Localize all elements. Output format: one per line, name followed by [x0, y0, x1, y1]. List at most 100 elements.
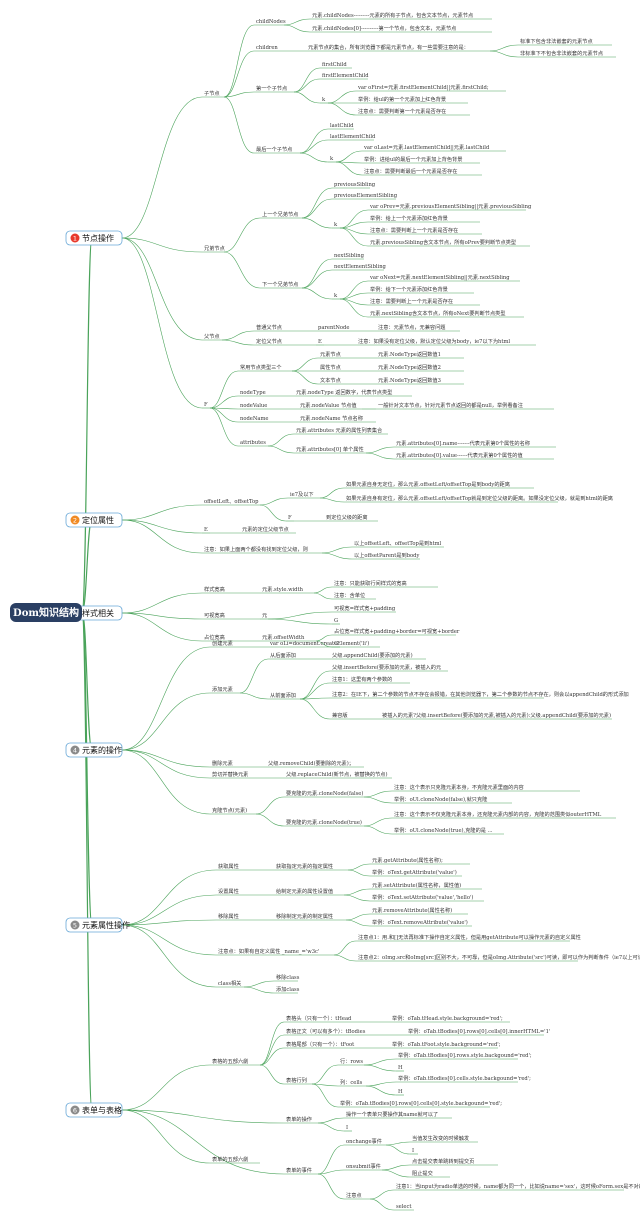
node-label: 举例：给ul的第一个元素加上红色背景: [358, 95, 446, 103]
node-label: G: [334, 641, 338, 647]
edge: [339, 298, 369, 318]
edge: [121, 646, 211, 751]
node-label: 注意：如果上面两个都没有找到定位父级，则: [204, 545, 308, 553]
edge: [209, 407, 239, 447]
branch-number-badge: [70, 1105, 80, 1115]
edge: [121, 1109, 211, 1164]
node-label: 一般针对文本节点，针对元素节点返回的都是null，举例看备注: [378, 401, 523, 409]
node-label: 移除制定元素的制定属性: [276, 912, 333, 920]
node-label: nextElementSibling: [334, 264, 387, 270]
edge: [311, 1064, 339, 1085]
edge: [121, 1109, 285, 1175]
node-label: 举例：oTab.tHead.style.background='red';: [392, 1014, 503, 1022]
node-label: 操作一个表单只要操作其name就可以了: [346, 1110, 438, 1118]
edge: [267, 618, 333, 625]
edge: [121, 504, 203, 521]
node-label: var oLi=document.createElement('li'): [269, 640, 369, 647]
edge: [301, 287, 333, 300]
edge: [381, 1169, 411, 1178]
edge: [365, 452, 395, 460]
edge: [299, 152, 329, 163]
node-label: var oFirst=元素.firstElementChild||元素.firs…: [357, 83, 489, 91]
edge: [363, 790, 393, 798]
edge: [283, 24, 311, 33]
node-label: 注意：这个表示只克隆元素本身，不克隆元素里面的内容: [394, 783, 524, 791]
node-label: 常用节点类型三个: [240, 363, 282, 371]
node-label: 举例：oTab.tBodies[0].rows[0].cells[0].inne…: [408, 1027, 550, 1035]
edge: [293, 67, 321, 93]
node-label: 举例：oTab.tBodies[0].rows.style.backgound=…: [398, 1051, 532, 1059]
edge: [121, 1064, 211, 1111]
node-label: F: [288, 515, 292, 521]
node-label: 兼容版: [332, 711, 348, 719]
edge: [291, 357, 319, 372]
branch-number: 4: [73, 747, 77, 755]
node-label: 注意2：在IE下，第二个参数的节点不存在会报错，在其他浏览器下，第二个参数的节点…: [332, 690, 629, 698]
node-label: 元素.NodeType返回数值2: [378, 363, 441, 371]
edge: [121, 1109, 285, 1124]
edge: [121, 237, 203, 409]
node-label: k: [322, 97, 326, 103]
edge: [239, 692, 269, 700]
edge: [381, 1164, 411, 1171]
node-label: 元素.childNodes---------元素的所有子节点，包含文本节点，元素…: [312, 11, 473, 19]
node-label: class相关: [218, 979, 241, 987]
node-label: 移除class: [276, 973, 300, 981]
node-label: onsubmit事件: [346, 1162, 381, 1170]
node-label: children: [256, 45, 278, 51]
edge: [259, 1021, 285, 1066]
node-label: 表单的五部六劇: [212, 1155, 248, 1163]
edge: [345, 913, 371, 921]
node-label: nextSibling: [334, 253, 365, 259]
edge: [243, 986, 275, 994]
node-label: attributes: [240, 440, 266, 446]
edge: [301, 217, 333, 229]
node-label: previousSibling: [334, 182, 376, 188]
edge: [121, 592, 203, 614]
edge: [319, 497, 345, 503]
node-label: 元素.attributes[0].name-------代表元素第0个属性的名称: [396, 439, 530, 447]
node-label: 样式宽高: [204, 585, 225, 593]
edge: [267, 433, 295, 447]
node-label: 元素.NodeType返回数值3: [378, 376, 441, 384]
branch-label: 元素的操作: [82, 745, 122, 755]
edge: [299, 139, 329, 154]
root-box: [10, 603, 82, 622]
node-label: 标准下包含非法嵌套的元素节点: [520, 37, 593, 45]
edge: [299, 128, 329, 154]
node-label: 获取属性: [218, 862, 239, 870]
node-label: 注意：含单位: [334, 591, 365, 599]
node-label: 移除属性: [218, 912, 239, 920]
edge: [339, 209, 369, 229]
branch-box: [65, 917, 123, 933]
node-label: 元素.nodeName 节点名称: [300, 414, 363, 422]
edge: [121, 519, 203, 534]
node-label: 元素.attributes[0].value------代表元素第0个属性的值: [396, 451, 523, 459]
node-label: 举例：oTab.tBodies[0].rows[0].cells[0].styl…: [340, 1099, 502, 1107]
node-label: 举例：给上一个元素添加红色背景: [370, 214, 448, 222]
edge: [335, 161, 363, 176]
node-label: previousElementSibling: [334, 193, 398, 199]
edge: [319, 487, 345, 499]
edge: [121, 924, 217, 988]
edge: [317, 1169, 345, 1175]
node-label: 元素.setAttribute(属性名称，属性值): [372, 881, 461, 889]
node-label: 克隆节点(元素): [212, 806, 247, 814]
edge: [333, 954, 357, 962]
branch-connector: [81, 611, 93, 1111]
node-label: 普通父节点: [256, 323, 282, 331]
edge: [363, 1058, 397, 1066]
node-label: nodeName: [240, 416, 268, 422]
node-label: var oPrev=元素.previousElementSibling||元素.…: [369, 202, 532, 210]
node-label: 以上offsetParent是到body: [354, 551, 419, 559]
edge: [363, 1064, 397, 1072]
node-label: 定位父节点: [256, 337, 282, 345]
node-label: 元素.childNodes[0]----------第一个节点，包含文本，元素节…: [312, 24, 456, 32]
node-label: 举例：oTab.tFoot.style.background='red';: [392, 1040, 501, 1048]
node-label: 以上offsetLeft、offsetTop是到html: [354, 539, 442, 547]
node-label: 注意点：如果有自定义属性 _name_='w3c': [218, 947, 319, 955]
node-label: 举例：进给ul的最后一个元素加上背色背景: [364, 155, 462, 163]
node-label: 元素.attributes[0] 单个属性: [296, 445, 364, 453]
edge: [489, 50, 519, 58]
node-label: 举例：oUl.cloneNode(false),就只克隆: [394, 795, 488, 803]
